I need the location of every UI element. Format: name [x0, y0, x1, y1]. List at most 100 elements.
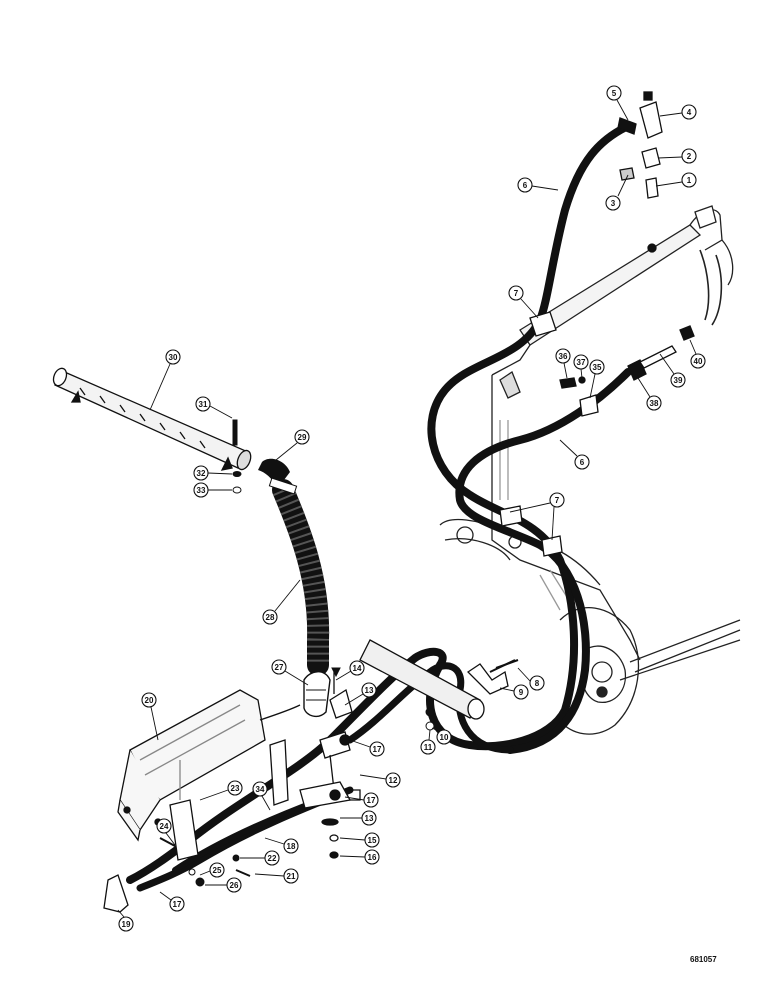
- callout-circle: [156, 818, 172, 834]
- defroster-tube: [52, 367, 252, 471]
- callout-1: 1: [655, 172, 697, 188]
- leader-line: [275, 442, 298, 461]
- callout-label: 7: [555, 496, 560, 505]
- callout-label: 24: [160, 822, 169, 831]
- leader-line: [209, 405, 233, 419]
- leader-line: [199, 789, 229, 801]
- callout-circle: [271, 659, 287, 675]
- callout-circle: [670, 372, 686, 388]
- leader-line: [517, 667, 531, 682]
- callout-6: 6: [559, 439, 590, 470]
- callout-label: 14: [353, 664, 362, 673]
- callout-label: 19: [122, 920, 131, 929]
- callout-label: 40: [694, 357, 703, 366]
- callout-layer: 1234566778910111213131415161717171819202…: [117, 85, 706, 932]
- callout-label: 12: [389, 776, 398, 785]
- leader-line: [657, 156, 683, 159]
- callout-3: 3: [605, 174, 629, 211]
- callout-40: 40: [689, 339, 706, 369]
- leader-line: [431, 727, 441, 733]
- callout-circle: [517, 177, 533, 193]
- callout-label: 31: [199, 400, 208, 409]
- leader-line: [428, 729, 431, 741]
- leader-line: [149, 363, 171, 411]
- callout-label: 13: [365, 686, 374, 695]
- callout-circle: [385, 772, 401, 788]
- callout-label: 27: [275, 663, 284, 672]
- callout-32: 32: [193, 465, 233, 481]
- leader-line: [359, 774, 387, 780]
- callout-circle: [605, 195, 621, 211]
- callout-17: 17: [159, 891, 185, 912]
- callout-label: 20: [145, 696, 154, 705]
- callout-label: 17: [173, 900, 182, 909]
- callout-label: 28: [266, 613, 275, 622]
- fittings: [559, 91, 695, 389]
- callout-label: 5: [612, 89, 617, 98]
- leader-line: [637, 377, 651, 398]
- callout-6: 6: [517, 177, 559, 193]
- callout-36: 36: [555, 348, 571, 379]
- callout-label: 23: [231, 784, 240, 793]
- callout-circle: [363, 792, 379, 808]
- leader-line: [344, 693, 364, 706]
- valve-bracket: [299, 639, 485, 859]
- callout-7: 7: [509, 492, 565, 541]
- leader-line: [559, 439, 578, 457]
- leader-line: [159, 891, 172, 901]
- callout-34: 34: [252, 781, 271, 811]
- leader-line: [499, 687, 515, 692]
- leader-line: [659, 353, 675, 375]
- callout-circle: [574, 454, 590, 470]
- callout-4: 4: [659, 104, 697, 120]
- callout-label: 17: [373, 745, 382, 754]
- leader-line: [655, 181, 683, 187]
- callout-39: 39: [659, 353, 686, 388]
- figure-number: 681057: [690, 955, 717, 964]
- callout-37: 37: [573, 354, 589, 379]
- callout-circle: [283, 838, 299, 854]
- callout-circle: [549, 492, 565, 508]
- callout-circle: [169, 896, 185, 912]
- callout-23: 23: [199, 780, 243, 801]
- callout-label: 18: [287, 842, 296, 851]
- callout-9: 9: [499, 684, 529, 700]
- callout-8: 8: [517, 667, 545, 691]
- callout-13: 13: [344, 682, 377, 706]
- callout-18: 18: [264, 837, 299, 854]
- callout-circle: [681, 148, 697, 164]
- callout-circle: [195, 396, 211, 412]
- callout-25: 25: [199, 862, 225, 878]
- leader-line: [589, 373, 596, 399]
- callout-circle: [264, 850, 280, 866]
- leader-line: [339, 837, 366, 841]
- callout-label: 39: [674, 376, 683, 385]
- callout-26: 26: [205, 877, 242, 893]
- callout-label: 34: [256, 785, 265, 794]
- leader-line: [254, 873, 285, 877]
- callout-10: 10: [431, 727, 452, 745]
- callout-circle: [589, 359, 605, 375]
- leader-line: [339, 855, 366, 858]
- callout-label: 35: [593, 363, 602, 372]
- hardware: [159, 419, 516, 887]
- callout-22: 22: [240, 850, 280, 866]
- leader-line: [284, 670, 309, 686]
- callout-label: 21: [287, 872, 296, 881]
- leader-line: [531, 185, 559, 191]
- leader-line: [551, 506, 555, 541]
- callout-11: 11: [420, 729, 436, 755]
- callout-circle: [226, 877, 242, 893]
- callout-circle: [555, 348, 571, 364]
- callout-circle: [349, 660, 365, 676]
- leader-line: [580, 368, 583, 379]
- callout-circle: [681, 104, 697, 120]
- callout-circle: [283, 868, 299, 884]
- callout-5: 5: [606, 85, 629, 121]
- callout-label: 9: [519, 688, 524, 697]
- callout-label: 2: [687, 152, 692, 161]
- callout-label: 29: [298, 433, 307, 442]
- callout-14: 14: [335, 660, 365, 681]
- callout-27: 27: [271, 659, 309, 686]
